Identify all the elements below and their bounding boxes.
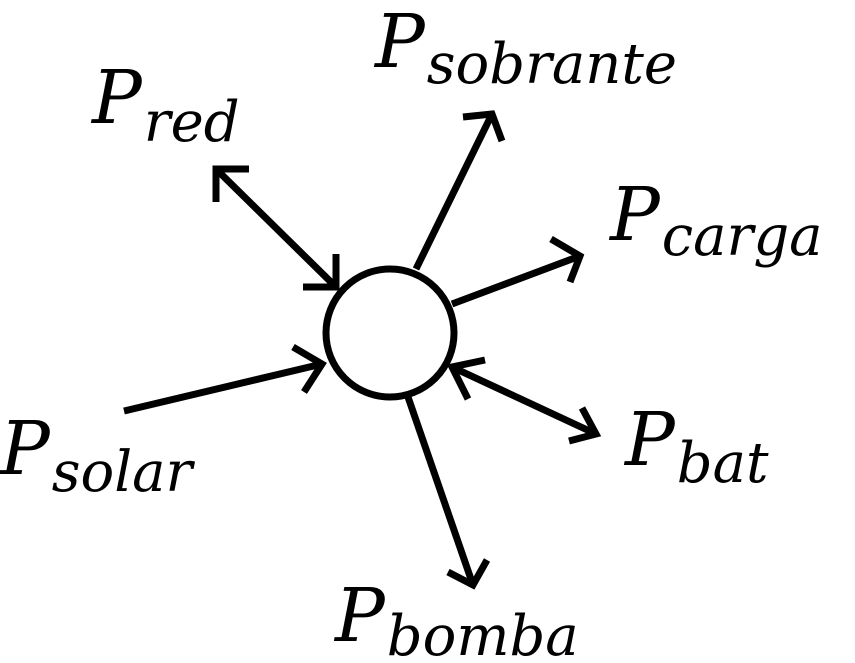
label-bomba: Pbomba xyxy=(333,573,579,663)
arrowhead-bomba xyxy=(446,558,491,590)
edge-bat xyxy=(450,363,598,438)
label-sobrante: Psobrante xyxy=(373,0,677,97)
arrowhead-bat-inner xyxy=(446,356,486,401)
label-red: Pred xyxy=(90,55,240,155)
arrowhead-sobrante xyxy=(462,110,506,143)
arrowhead-red-outer xyxy=(212,165,249,202)
arrowhead-bat-outer xyxy=(568,406,602,445)
edge-red xyxy=(213,166,339,290)
edge-bomba xyxy=(404,395,477,587)
arrowhead-carga xyxy=(549,235,585,284)
edge-carga xyxy=(450,252,582,308)
arrowhead-solar xyxy=(291,343,327,394)
arrowhead-red-inner xyxy=(303,254,340,291)
central-node xyxy=(322,265,458,401)
edge-solar xyxy=(123,360,323,415)
edge-sobrante xyxy=(412,112,496,271)
label-carga: Pcarga xyxy=(608,172,823,269)
label-solar: Psolar xyxy=(0,406,196,505)
label-bat: Pbat xyxy=(623,397,769,496)
